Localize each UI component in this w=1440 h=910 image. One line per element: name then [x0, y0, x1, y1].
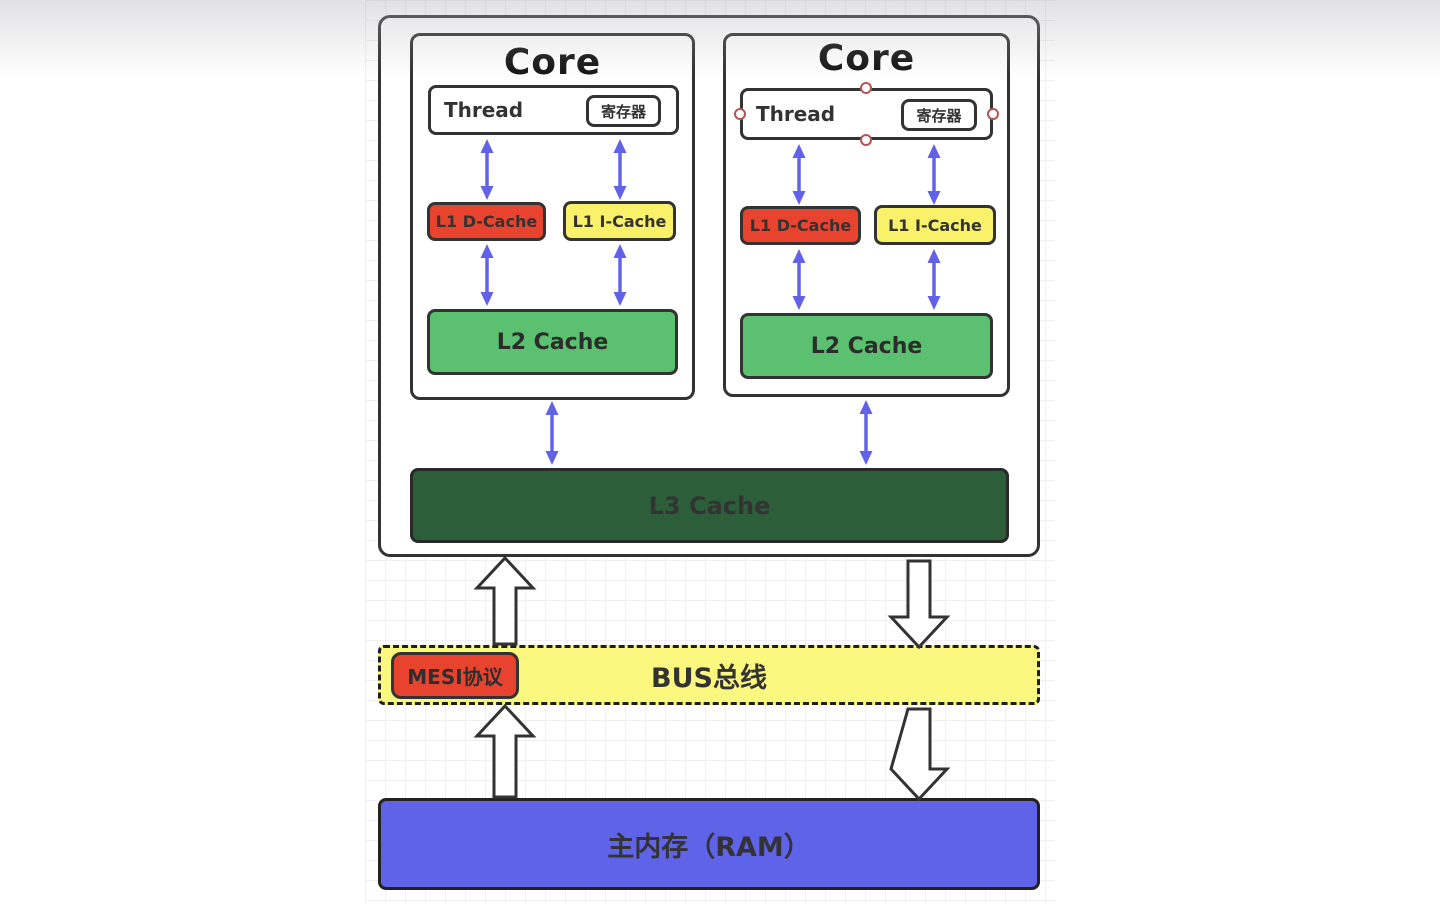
core-2-l1i-cache[interactable]: L1 I-Cache — [874, 205, 996, 245]
l3-cache[interactable]: L3 Cache — [410, 468, 1009, 543]
core-1-title: Core — [503, 42, 602, 83]
core-2-l2-cache[interactable]: L2 Cache — [740, 313, 993, 379]
bus-label: BUS总线 — [651, 662, 767, 694]
core-1-l1i-label: L1 I-Cache — [572, 211, 667, 231]
mesi-label: MESI协议 — [407, 665, 503, 689]
ram-label: 主内存（RAM） — [607, 831, 811, 863]
core-2-title: Core — [817, 38, 916, 79]
l3-label: L3 Cache — [648, 491, 771, 520]
mesi-protocol-badge[interactable]: MESI协议 — [391, 652, 519, 699]
core-2-l2-label: L2 Cache — [810, 333, 923, 359]
core-1-l2-label: L2 Cache — [496, 329, 609, 355]
core-1-l1d-cache[interactable]: L1 D-Cache — [427, 202, 546, 241]
core-1-thread-label: Thread — [444, 98, 524, 122]
core-2-l1i-label: L1 I-Cache — [888, 215, 982, 235]
core-2-l1d-label: L1 D-Cache — [749, 216, 852, 235]
core-2-l1d-cache[interactable]: L1 D-Cache — [740, 206, 861, 245]
ram-box[interactable]: 主内存（RAM） — [378, 798, 1040, 890]
core-1-l1i-cache[interactable]: L1 I-Cache — [563, 201, 676, 241]
core-2-register-box[interactable]: 寄存器 — [901, 99, 977, 131]
core-1-thread-box[interactable]: Thread 寄存器 — [428, 85, 679, 135]
core-1-l1d-label: L1 D-Cache — [435, 212, 538, 231]
bus-box[interactable]: BUS总线 MESI协议 — [378, 645, 1040, 705]
core-1-register-box[interactable]: 寄存器 — [586, 95, 661, 127]
core-2-register-label: 寄存器 — [916, 106, 962, 125]
core-1-l2-cache[interactable]: L2 Cache — [427, 309, 678, 375]
core-2-thread-box[interactable]: Thread 寄存器 — [740, 88, 993, 140]
core-2-thread-label: Thread — [756, 102, 836, 126]
core-1-register-label: 寄存器 — [600, 102, 646, 121]
